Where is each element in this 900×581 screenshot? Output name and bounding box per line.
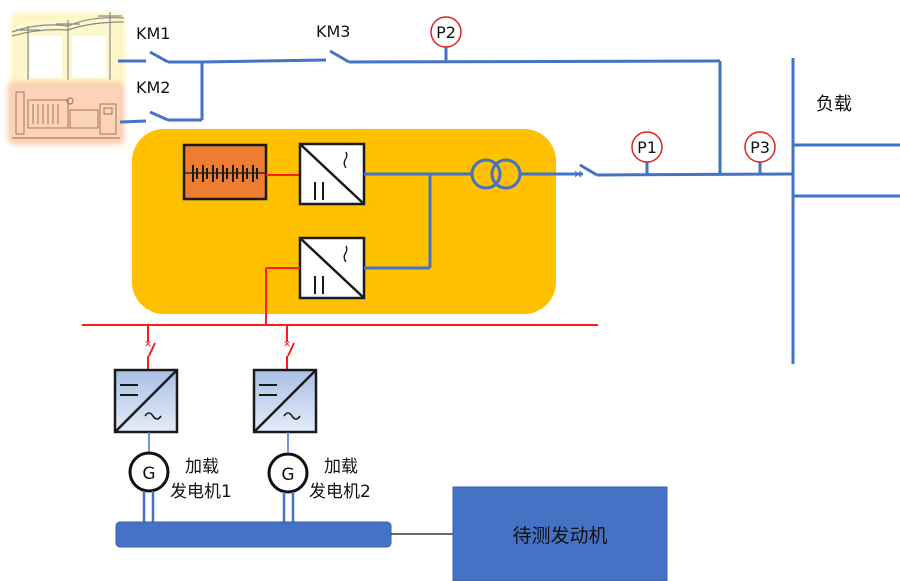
km3-label: KM3 (316, 22, 350, 41)
engine-label: 待测发动机 (512, 525, 607, 547)
power-grid-icon (11, 12, 125, 86)
p1-label: P1 (637, 138, 657, 157)
load-bus (791, 58, 900, 364)
p3-label: P3 (750, 138, 770, 157)
engine-under-test: 待测发动机 (452, 486, 668, 581)
svg-text:✕: ✕ (144, 340, 152, 350)
km1-label: KM1 (136, 24, 170, 43)
load-generator-2: G 加载 发电机2 (267, 432, 371, 522)
drive-shaft (115, 521, 392, 548)
generator-1-symbol: G (142, 464, 155, 484)
km1-branch (118, 50, 202, 64)
meter-p1: P1 (631, 131, 663, 174)
dc-bus (82, 267, 598, 326)
dc-ac-converter-bottom-icon (298, 236, 366, 300)
generator-1-label-line2: 发电机1 (170, 482, 232, 502)
p2-label: P2 (436, 23, 456, 42)
load-label: 负载 (816, 94, 852, 115)
generator-2-label-line1: 加载 (324, 457, 358, 477)
branch2-breaker: ✕ (283, 325, 295, 370)
rectifier-1-icon (113, 368, 179, 434)
main-breaker: ✕ (520, 163, 794, 181)
generator-1-label-line1: 加载 (185, 457, 219, 477)
battery-icon (182, 143, 268, 201)
generator-2-symbol: G (281, 465, 294, 485)
km3-branch (201, 49, 722, 173)
ac-link-lines (364, 172, 472, 270)
km2-branch (119, 62, 204, 124)
meter-p2: P2 (430, 16, 462, 61)
km2-label: KM2 (136, 78, 170, 97)
diesel-generator-icon (8, 82, 124, 144)
load-generator-1: G 加载 发电机1 (128, 432, 232, 522)
svg-text:✕: ✕ (283, 340, 291, 350)
rectifier-2-icon (252, 368, 318, 434)
meter-p3: P3 (744, 131, 776, 174)
dc-ac-converter-top-icon (298, 142, 366, 206)
generator-2-label-line2: 发电机2 (309, 482, 371, 502)
branch1-breaker: ✕ (144, 325, 156, 370)
